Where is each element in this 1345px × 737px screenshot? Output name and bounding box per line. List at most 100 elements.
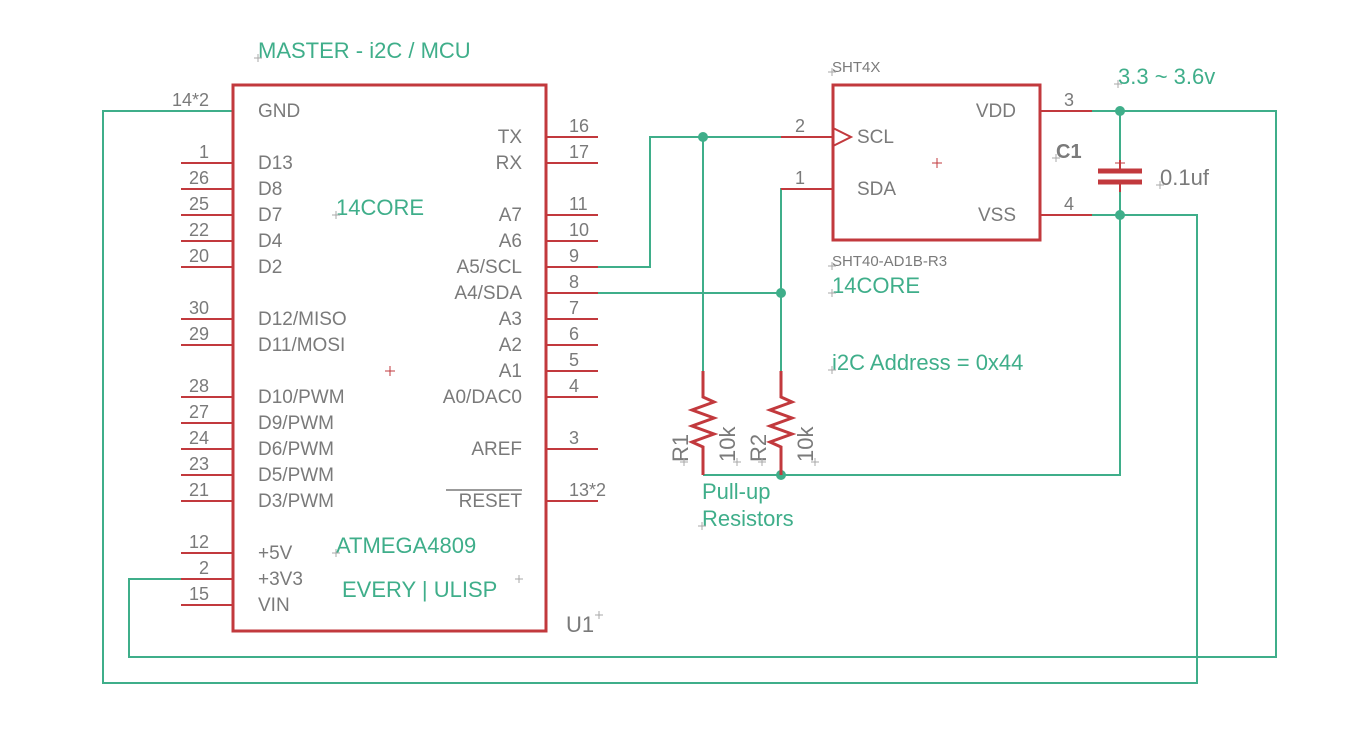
pin-number: 20 — [189, 246, 209, 266]
pin-number: 26 — [189, 168, 209, 188]
pin-name: A6 — [499, 231, 522, 252]
sensor-lib-label: 14CORE — [832, 273, 920, 298]
pin-number: 6 — [569, 324, 579, 344]
mcu-origin-mark — [385, 366, 395, 376]
mcu-u1[interactable]: 14*2 1 26 25 22 20 30 29 28 27 24 23 21 … — [172, 38, 606, 637]
junction-vdd — [1115, 106, 1125, 116]
pin-name: D13 — [258, 153, 293, 174]
wire-gnd — [102, 110, 1198, 684]
capacitor-c1[interactable]: C1 0.1uf — [1052, 141, 1210, 192]
wire-3v3 — [128, 110, 1277, 658]
pin-name: VDD — [976, 101, 1016, 122]
pin-number: 15 — [189, 584, 209, 604]
sensor-body — [831, 83, 1042, 242]
resistor-value-label: 10k — [715, 426, 740, 462]
pin-number: 28 — [189, 376, 209, 396]
pin-name: D7 — [258, 205, 282, 226]
pin-name: RESET — [459, 491, 523, 512]
mcu-left-pin-numbers: 14*2 1 26 25 22 20 30 29 28 27 24 23 21 … — [172, 90, 209, 604]
sensor-sht4x[interactable]: 2 1 3 4 SCL SDA VDD VSS SHT4X SHT40-AD1B… — [781, 59, 1092, 375]
sensor-pin-numbers: 2 1 3 4 — [795, 90, 1074, 214]
pin-number: 13*2 — [569, 480, 606, 500]
resistor-r1[interactable]: R1 10k — [668, 371, 741, 475]
pin-name: D6/PWM — [258, 439, 334, 460]
pin-name: A4/SDA — [454, 283, 522, 304]
pin-name: D8 — [258, 179, 282, 200]
label-origin-marks — [254, 54, 603, 619]
mcu-ref-label: U1 — [566, 612, 594, 637]
mcu-left-pin-stubs — [181, 162, 233, 606]
capacitor-value-label: 0.1uf — [1160, 165, 1210, 190]
pin-name: A7 — [499, 205, 522, 226]
pin-number: 1 — [199, 142, 209, 162]
pin-number: 29 — [189, 324, 209, 344]
pin-name: +3V3 — [258, 569, 303, 590]
capacitor-label-origin-marks — [1052, 154, 1164, 189]
pin-name: D3/PWM — [258, 491, 334, 512]
supply-label-origin-mark — [1114, 80, 1122, 88]
pin-name: AREF — [471, 439, 522, 460]
pin-number: 1 — [795, 168, 805, 188]
pin-number: 12 — [189, 532, 209, 552]
junction-scl — [698, 132, 708, 142]
pin-number: 8 — [569, 272, 579, 292]
pullup-note-origin-mark — [698, 522, 706, 530]
wire-sda-sensor — [780, 188, 833, 293]
pin-name: D5/PWM — [258, 465, 334, 486]
resistor-zigzag — [765, 371, 797, 475]
pin-name: D10/PWM — [258, 387, 345, 408]
pin-number: 14*2 — [172, 90, 209, 110]
pin-name: SCL — [857, 127, 894, 148]
pin-number: 2 — [199, 558, 209, 578]
mcu-body — [231, 83, 548, 633]
pin-name: D12/MISO — [258, 309, 347, 330]
pin-name: D2 — [258, 257, 282, 278]
mcu-title: MASTER - i2C / MCU — [258, 38, 471, 63]
mcu-right-pin-numbers: 16 17 11 10 9 8 7 6 5 4 3 13*2 — [569, 116, 606, 500]
pin-number: 11 — [569, 194, 588, 214]
clock-input-icon — [832, 127, 854, 147]
pin-name: SDA — [857, 179, 896, 200]
sensor-label-origin-marks — [828, 68, 836, 374]
junction-sda — [776, 288, 786, 298]
pin-name: RX — [496, 153, 523, 174]
resistor-value-label: 10k — [793, 426, 818, 462]
pullup-note-line2: Resistors — [702, 506, 794, 531]
wire-pullup-bus — [703, 215, 1121, 476]
mcu-right-pin-names: TX RX A7 A6 A5/SCL A4/SDA A3 A2 A1 A0/DA… — [443, 127, 523, 512]
junctions — [698, 106, 1125, 480]
mcu-board-label: EVERY | ULISP — [342, 577, 497, 602]
mcu-lib-label: 14CORE — [336, 195, 424, 220]
pin-number: 27 — [189, 402, 209, 422]
pin-name: A1 — [499, 361, 522, 382]
pullup-note-line1: Pull-up — [702, 479, 770, 504]
pin-name: D9/PWM — [258, 413, 334, 434]
resistor-r2[interactable]: R2 10k — [746, 371, 819, 475]
pin-name: TX — [498, 127, 523, 148]
pin-name: A5/SCL — [457, 257, 522, 278]
mcu-right-pin-stubs — [546, 136, 598, 502]
wires — [102, 110, 1277, 684]
pin-number: 22 — [189, 220, 209, 240]
resistor-zigzag — [687, 371, 719, 475]
pin-number: 9 — [569, 246, 579, 266]
wire-scl — [546, 136, 833, 268]
pin-name: D11/MOSI — [258, 335, 345, 356]
pin-number: 3 — [1064, 90, 1074, 110]
capacitor-ref-label: C1 — [1056, 141, 1082, 163]
sensor-pin-names: SCL SDA VDD VSS — [857, 101, 1016, 226]
sensor-origin-mark — [932, 158, 942, 168]
pin-name: GND — [258, 101, 300, 122]
pin-number: 7 — [569, 298, 579, 318]
pin-name: A2 — [499, 335, 522, 356]
sensor-name-label: SHT4X — [832, 59, 880, 76]
pin-number: 23 — [189, 454, 209, 474]
i2c-address-note: i2C Address = 0x44 — [832, 350, 1023, 375]
junction-vss — [1115, 210, 1125, 220]
pin-name: A0/DAC0 — [443, 387, 522, 408]
pin-name: VIN — [258, 595, 290, 616]
mcu-chip-label: ATMEGA4809 — [336, 533, 476, 558]
pin-number: 25 — [189, 194, 209, 214]
pin-number: 3 — [569, 428, 579, 448]
